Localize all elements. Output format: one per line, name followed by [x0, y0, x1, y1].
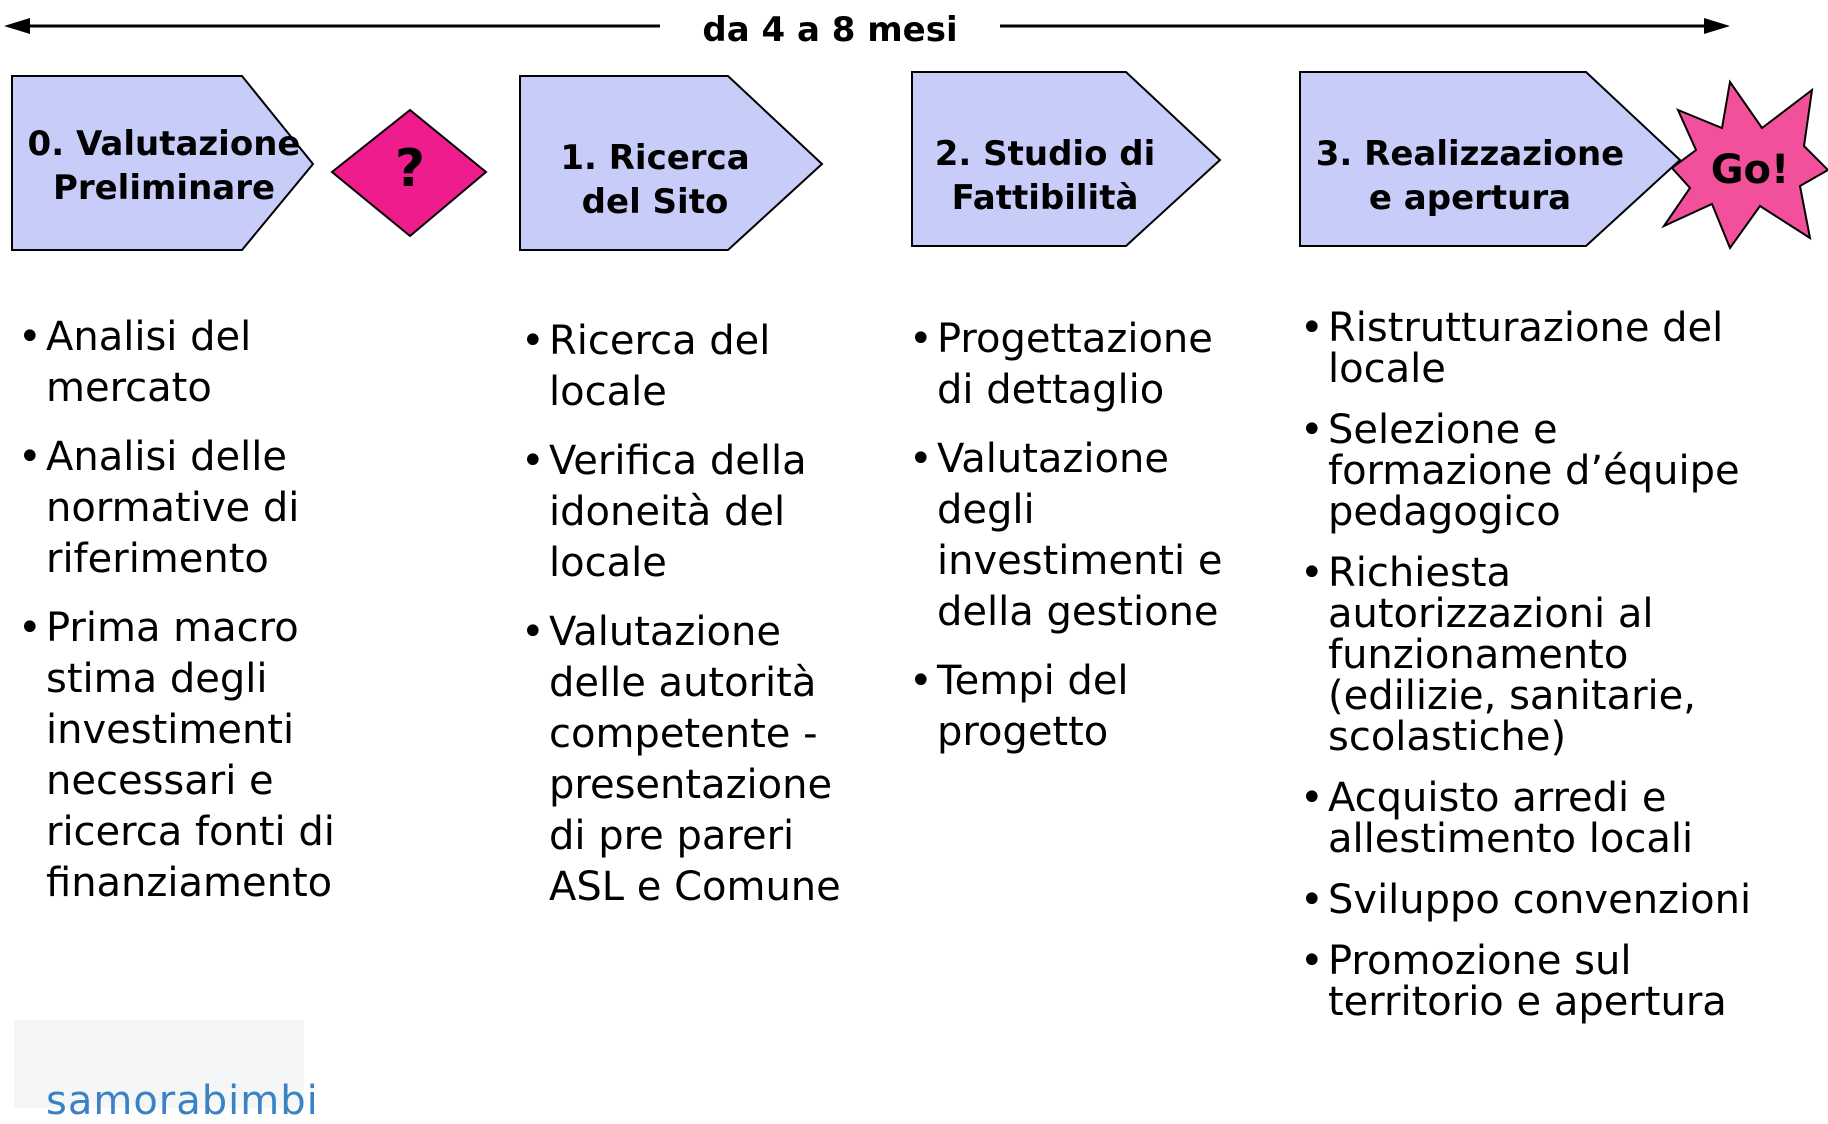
decision-diamond — [330, 108, 488, 238]
bullet-dot: • — [909, 658, 933, 704]
phase-3-title-line1: 3. Realizzazione — [1315, 134, 1625, 174]
decision-label: ? — [394, 139, 426, 199]
list-item: •Analisi del mercato — [18, 314, 252, 411]
phase-3-title: 3. Realizzazione e apertura — [1310, 128, 1630, 224]
phase-3-shape — [1299, 71, 1682, 247]
bullet-dot: • — [1300, 938, 1324, 984]
phase-1-activities: •Ricerca del locale •Verifica della idon… — [517, 316, 867, 931]
phase-0-title-line2: Preliminare — [52, 168, 276, 208]
phase-3-activities: •Ristrutturazione del locale •Selezione … — [1296, 308, 1756, 1043]
list-item: •Prima macro stima degli investimenti ne… — [18, 605, 335, 906]
phase-0-title-line1: 0. Valutazione — [27, 124, 301, 164]
bullet-dot: • — [521, 318, 545, 364]
list-item: •Promozione sul territorio e apertura — [1300, 938, 1727, 1025]
bullet-dot: • — [521, 609, 545, 655]
bullet-dot: • — [909, 316, 933, 362]
timeline-label: da 4 a 8 mesi — [660, 8, 1000, 52]
list-item: •Acquisto arredi e allestimento locali — [1300, 775, 1694, 862]
bullet-dot: • — [18, 605, 42, 651]
list-item: •Richiesta autorizzazioni al funzionamen… — [1300, 550, 1696, 760]
list-item: •Ricerca del locale — [521, 318, 771, 415]
phase-3-title-line2: e apertura — [1368, 178, 1572, 218]
bullet-dot: • — [18, 314, 42, 360]
phase-1-title-line2: del Sito — [581, 182, 729, 222]
bullet-dot: • — [521, 438, 545, 484]
list-item: •Verifica della idoneità del locale — [521, 438, 807, 586]
logo-text: samorabimbi — [46, 1078, 319, 1124]
phase-0-shape — [11, 75, 315, 251]
bullet-dot: • — [1300, 407, 1324, 453]
logo: samorabimbi — [14, 1020, 318, 1124]
go-burst-shape — [1661, 79, 1828, 251]
list-item: •Sviluppo convenzioni — [1300, 877, 1752, 923]
phase-2-title: 2. Studio di Fattibilità — [920, 128, 1170, 224]
list-item: •Selezione e formazione d’équipe pedagog… — [1300, 407, 1740, 535]
go-label: Go! — [1710, 147, 1790, 193]
list-item: •Analisi delle normative di riferimento — [18, 434, 300, 582]
phase-0-title: 0. Valutazione Preliminare — [24, 118, 304, 214]
bullet-dot: • — [1300, 877, 1324, 923]
bullet-dot: • — [909, 436, 933, 482]
bullet-dot: • — [1300, 775, 1324, 821]
bullet-dot: • — [1300, 305, 1324, 351]
phase-1-shape — [519, 75, 824, 251]
bullet-dot: • — [1300, 550, 1324, 596]
bullet-dot: • — [18, 434, 42, 480]
phase-2-title-line2: Fattibilità — [951, 178, 1139, 218]
phase-2-title-line1: 2. Studio di — [934, 134, 1156, 174]
list-item: •Ristrutturazione del locale — [1300, 305, 1724, 392]
phase-1-title: 1. Ricerca del Sito — [530, 132, 780, 228]
phase-2-activities: •Progettazione di dettaglio •Valutazione… — [905, 314, 1245, 776]
list-item: •Valutazione delle autorità competente -… — [521, 609, 841, 910]
phase-0-activities: •Analisi del mercato •Analisi delle norm… — [14, 312, 354, 927]
list-item: •Valutazione degli investimenti e della … — [909, 436, 1223, 635]
list-item: •Progettazione di dettaglio — [909, 316, 1213, 413]
phase-2-shape — [911, 71, 1222, 247]
list-item: •Tempi del progetto — [909, 658, 1129, 755]
phase-1-title-line1: 1. Ricerca — [560, 138, 750, 178]
